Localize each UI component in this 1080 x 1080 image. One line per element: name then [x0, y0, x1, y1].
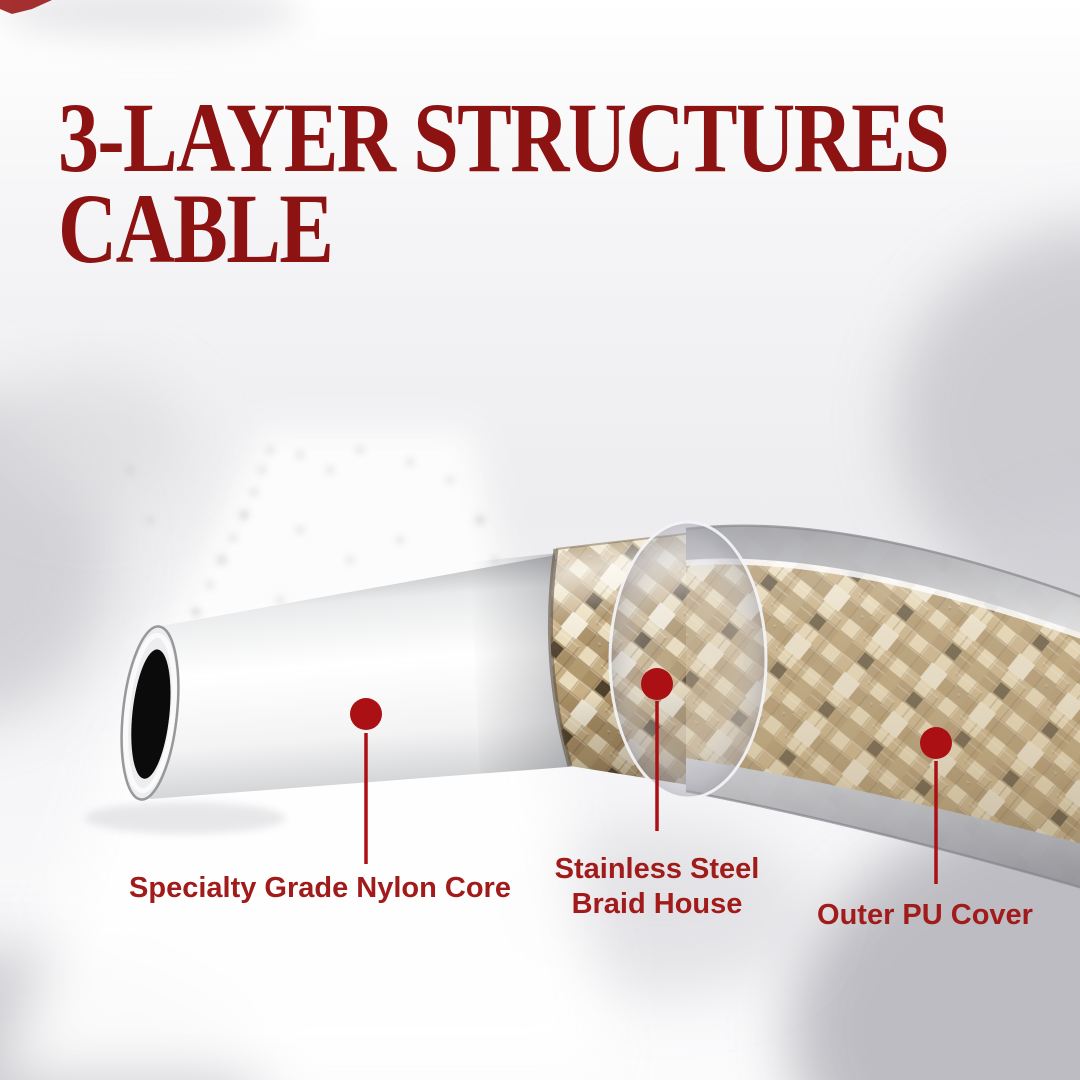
page-title-line2: CABLE: [58, 173, 334, 284]
page-title: 3-LAYER STRUCTURES CABLE: [58, 82, 950, 284]
core-hole: [131, 649, 171, 779]
callout-text: Braid House: [571, 887, 743, 920]
pu-cover-top-edge: [686, 525, 1080, 633]
pu-cover-layer: [685, 524, 1080, 889]
callout-text: Stainless Steel: [554, 853, 760, 885]
pu-cover-bottom-edge: [686, 758, 1080, 888]
page-title-line1: 3-LAYER STRUCTURES: [58, 82, 950, 193]
callout-dot-nylon-core: [350, 698, 382, 730]
pu-cover-cut-face: [608, 520, 768, 800]
callout-label-nylon-core: Specialty Grade Nylon Core: [100, 871, 540, 906]
callout-markers: [364, 701, 938, 884]
core-tube-opening: [120, 625, 180, 801]
corner-red-mark: [0, 0, 52, 14]
callout-dot-steel-braid: [641, 668, 673, 700]
callout-label-steel-braid: Stainless Steel Braid House: [532, 852, 782, 922]
callout-text: Outer PU Cover: [817, 899, 1033, 931]
cable-group: [85, 520, 1080, 889]
callout-dot-pu-cover: [920, 727, 952, 759]
callout-label-pu-cover: Outer PU Cover: [790, 898, 1060, 933]
callout-text: Specialty Grade Nylon Core: [129, 872, 511, 904]
